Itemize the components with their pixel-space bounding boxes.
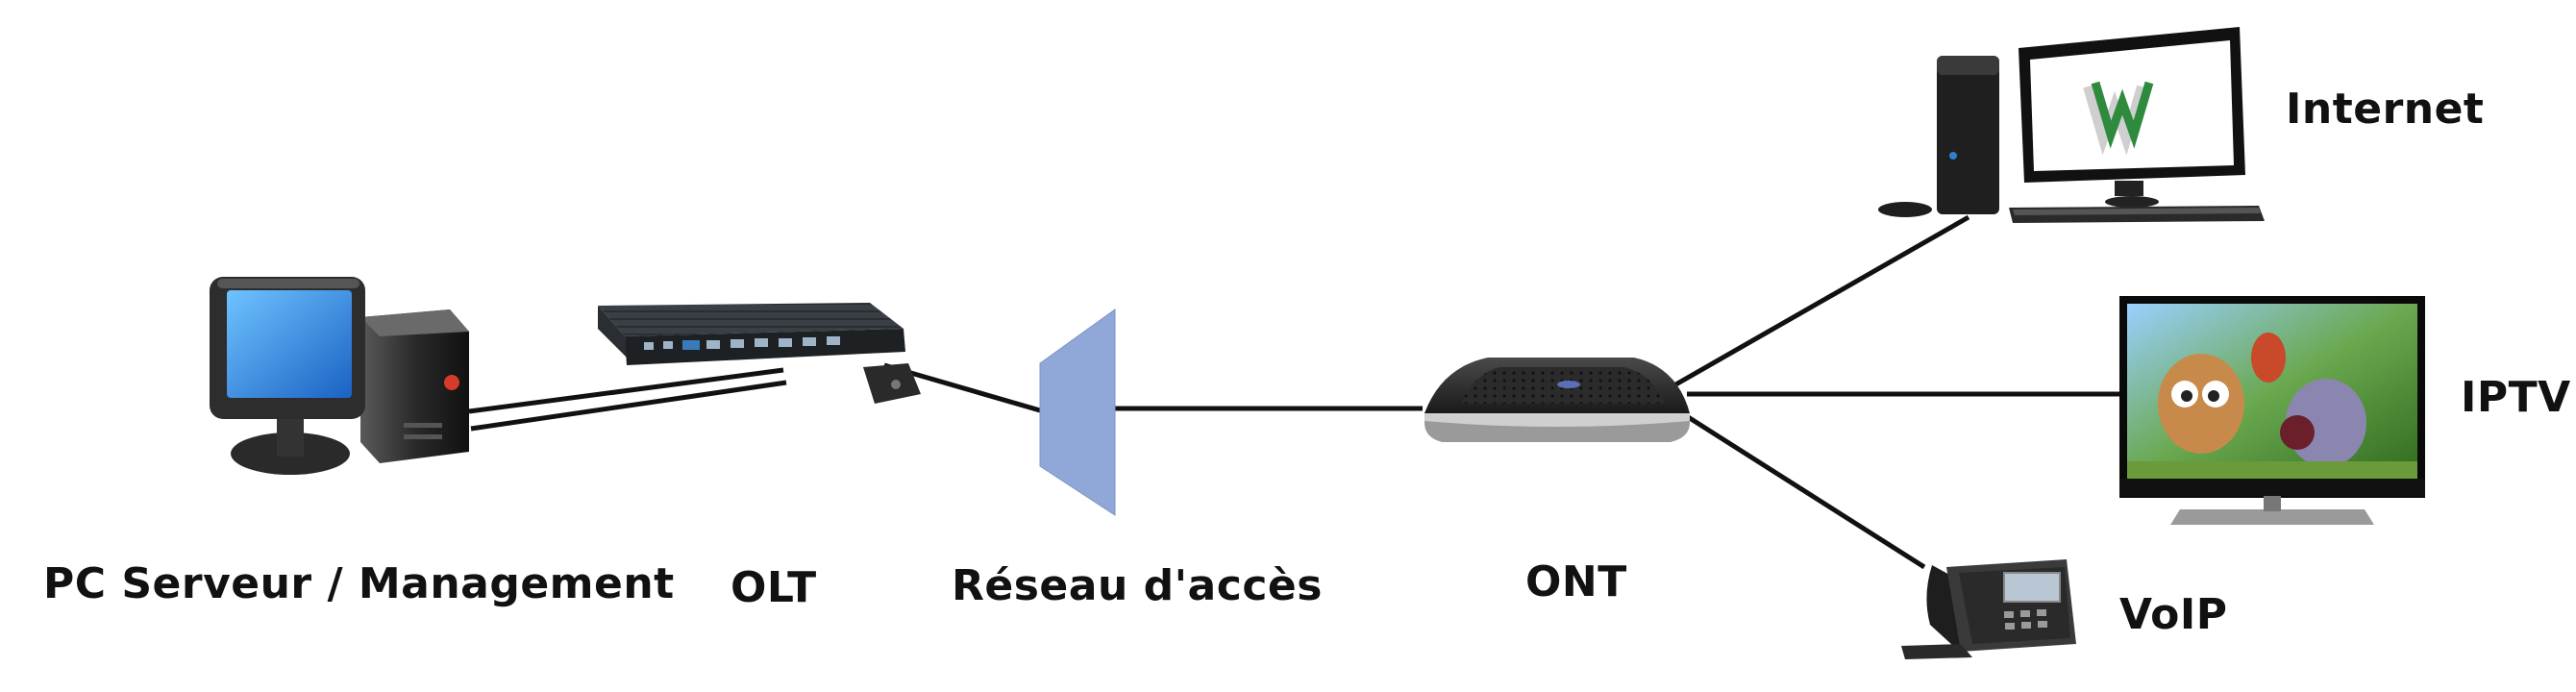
ip-phone-icon [1901, 559, 2076, 659]
internet-logo-icon [2083, 81, 2154, 156]
edge-pc-olt-2 [470, 380, 787, 432]
label-internet: Internet [2286, 85, 2485, 134]
desktop-computer-icon [1878, 27, 2265, 223]
edge-ont-internet [1671, 214, 1970, 389]
label-reseau-acces: Réseau d'accès [952, 561, 1323, 610]
access-network-trapezoid-icon [1039, 309, 1116, 516]
pc-tower-monitor-icon [210, 277, 469, 475]
tv-icon [2119, 296, 2425, 525]
ont-modem-icon [1424, 358, 1690, 442]
edge-pc-olt-1 [468, 367, 784, 414]
label-pc-serveur: PC Serveur / Management [43, 559, 675, 608]
label-olt: OLT [731, 563, 817, 612]
rack-switch-icon [598, 303, 921, 404]
label-voip: VoIP [2119, 590, 2228, 639]
edge-ont-voip [1680, 410, 1926, 570]
connections [468, 214, 2119, 570]
label-iptv: IPTV [2461, 373, 2571, 422]
label-ont: ONT [1525, 557, 1627, 606]
